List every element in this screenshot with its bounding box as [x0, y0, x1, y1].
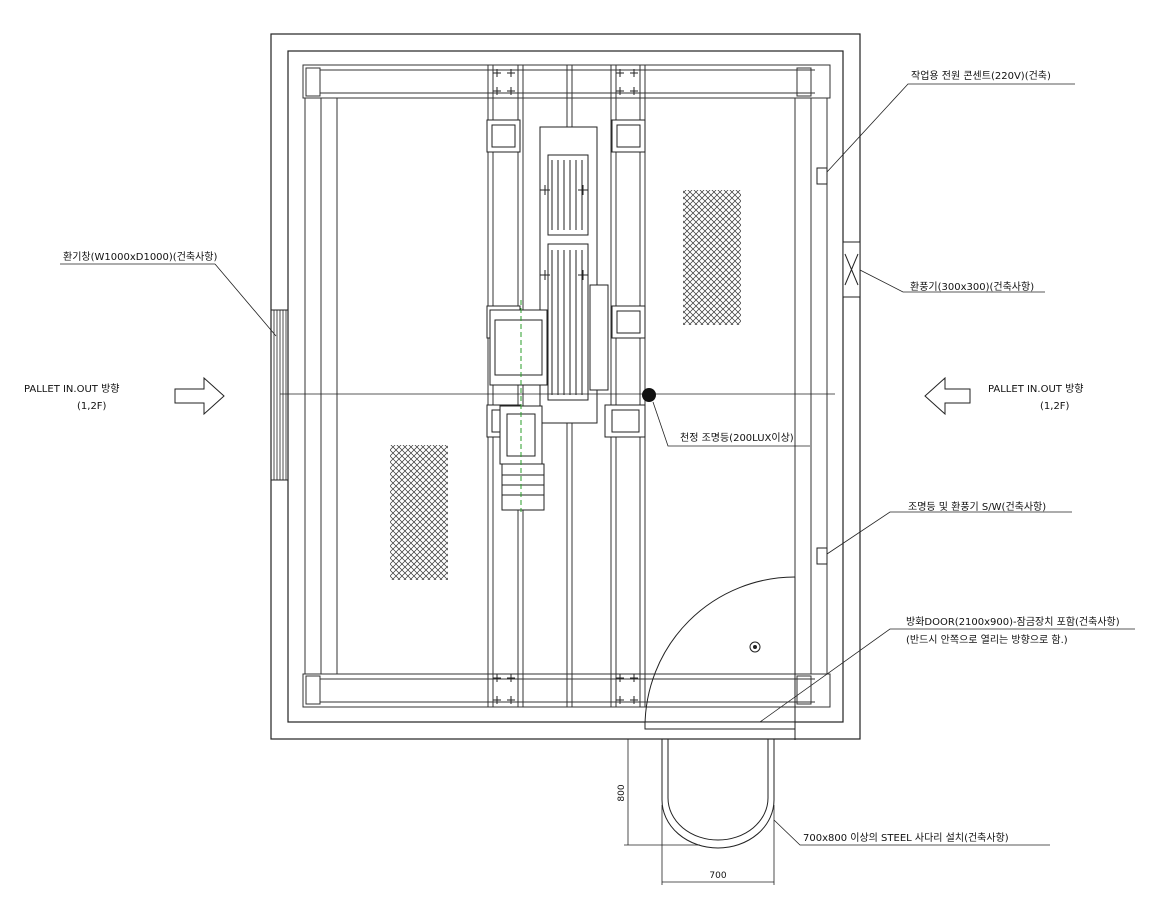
label-ceiling-light: 천정 조명등(200LUX이상): [680, 432, 794, 444]
power-outlet: [816, 167, 828, 185]
label-ladder: 700x800 이상의 STEEL 사다리 설치(건축사항): [803, 832, 1009, 844]
floor-plate-upper: [683, 190, 741, 325]
label-pallet-right-2: (1,2F): [1040, 401, 1070, 412]
label-door-note: (반드시 안쪽으로 열리는 방향으로 함.): [906, 634, 1068, 646]
label-pallet-left-2: (1,2F): [77, 401, 107, 412]
floor-plate-lower: [390, 445, 448, 580]
ceiling-light: [642, 388, 656, 402]
steel-ladder: [661, 739, 775, 849]
label-light-switch: 조명등 및 환풍기 S/W(건축사항): [908, 501, 1046, 513]
label-pallet-left-1: PALLET IN.OUT 방향: [24, 383, 119, 395]
vent-window: [270, 309, 289, 481]
pallet-arrow-left: [174, 376, 225, 416]
label-exhaust-fan: 환풍기(300x300)(건축사항): [910, 281, 1034, 293]
label-outlet: 작업용 전원 콘센트(220V)(건축): [911, 69, 1051, 82]
fire-door: [644, 576, 796, 740]
label-pallet-right-1: PALLET IN.OUT 방향: [988, 383, 1083, 395]
rail-bolts: [493, 69, 638, 704]
dim-ladder-depth: 800: [617, 784, 627, 801]
drive-unit: [489, 126, 609, 512]
pallet-arrow-right: [924, 376, 971, 416]
label-vent-window: 환기창(W1000xD1000)(건축사항): [63, 251, 218, 263]
label-fire-door: 방화DOOR(2100x900)-잠금장치 포함(건축사항): [906, 616, 1120, 628]
exhaust-fan: [842, 241, 861, 298]
leader-lines: [60, 83, 1135, 846]
dimension-lines: [624, 738, 775, 885]
light-switch: [816, 547, 828, 565]
dim-ladder-width: 700: [709, 871, 726, 881]
